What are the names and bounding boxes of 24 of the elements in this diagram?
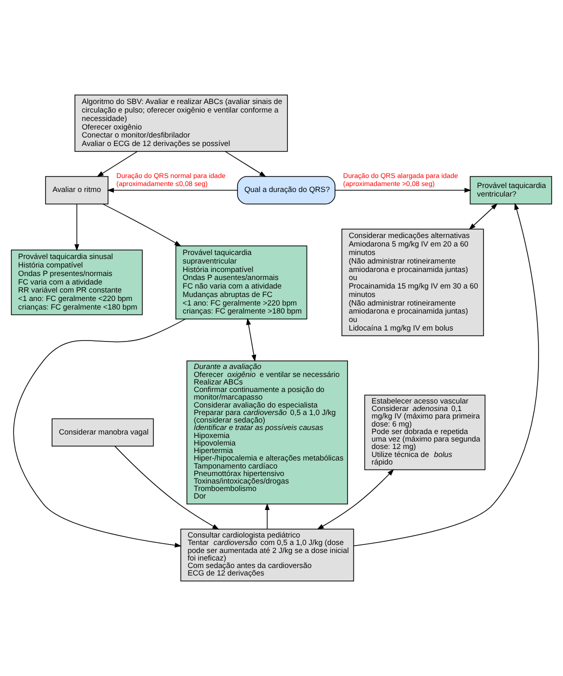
arrow [264,503,270,530]
arrow [334,188,472,193]
node-box: Provável taquicardia ventricular? [470,176,552,204]
arrow [96,151,138,177]
node-box: Algoritmo do SBV: Avaliar e realizar ABCs (avaliar sinais de circulação e pulso; oferecer oxigênio e ventilar conforme a necessidade) Oferecer oxigênio Conectar o monitor/desfibrilador Avaliar o ECG de 12 derivações se possível [74,94,288,152]
node-box: Considerar manobra vagal [52,418,154,447]
node-box: Avaliar o ritmo [45,176,108,204]
arrow [468,203,498,230]
arrow [316,469,394,530]
arrow [107,188,238,193]
arrow [246,318,256,362]
node-box: Qual a duração do QRS? [237,176,336,204]
node-box: Consultar cardiologista pediátrico Tentar cardioversão com 0,5 a 1,0 J/kg (dose pode ser aumentada até 2 J/kg se a dose inicial foi ineficaz) Com sedação antes da cardioversão ECG de 12 derivações [180,528,354,582]
node-box: Provável taquicardia sinusal História compatível Ondas P presentes/normais FC varia com a atividade RR variável com PR constante <1 ano: FC geralmente <220 bpm crianças: FC geralmente <180 bpm [10,250,143,316]
arrow [102,204,182,246]
node-box: Durante a avaliação Oferecer oxigênio e ventilar se necessário Realizar ABCs Confirmar continuamente a posição do monitor/marcapasso Considerar avaliação do especialista Preparar para cardioversão 0,5 a 1,0 J/kg (considerar sedação) Identificar e tratar as possíveis causas Hipoxemia Hipovolemia Hipertermia Hiper-/hipocalemia e alterações metabólicas Tamponamento cardíaco Pneumottórax hipertensivo Toxinas/intoxicações/drogas Tromboembolismo Dor [186,360,348,504]
node-box: Considerar medicações alternativas Amiodarona 5 mg/kg IV em 20 a 60 minutos (Não administrar rotineiramente amiodarona e procainamida juntas) ou Procainamida 15 mg/kg IV em 30 a 60 minutos (Não administrar rotineiramente amiodarona e procainamida juntas) ou Lidocaína 1 mg/kg IV em bolus [341,228,484,336]
node-box: Estabelecer acesso vascular Considerar adenosina 0,1 mg/kg IV (máximo para primeira dose: 6 mg) Pode ser dobrada e repetida uma vez (máximo para segunda dose: 12 mg) Utilize técnica de bolus rápido [364,394,486,470]
arrow [13,318,186,548]
arrow [114,446,220,530]
arrow [353,202,539,546]
arrow [225,151,266,177]
arrow [74,204,80,252]
node-box: Provável taquicardia supraventricular História incompatível Ondas P ausentes/anormais FC não varia com a atividade Mudanças abruptas de FC <1 ano: FC geralmente >220 bpm crianças: FC geralmente >180 bpm [175,245,308,320]
